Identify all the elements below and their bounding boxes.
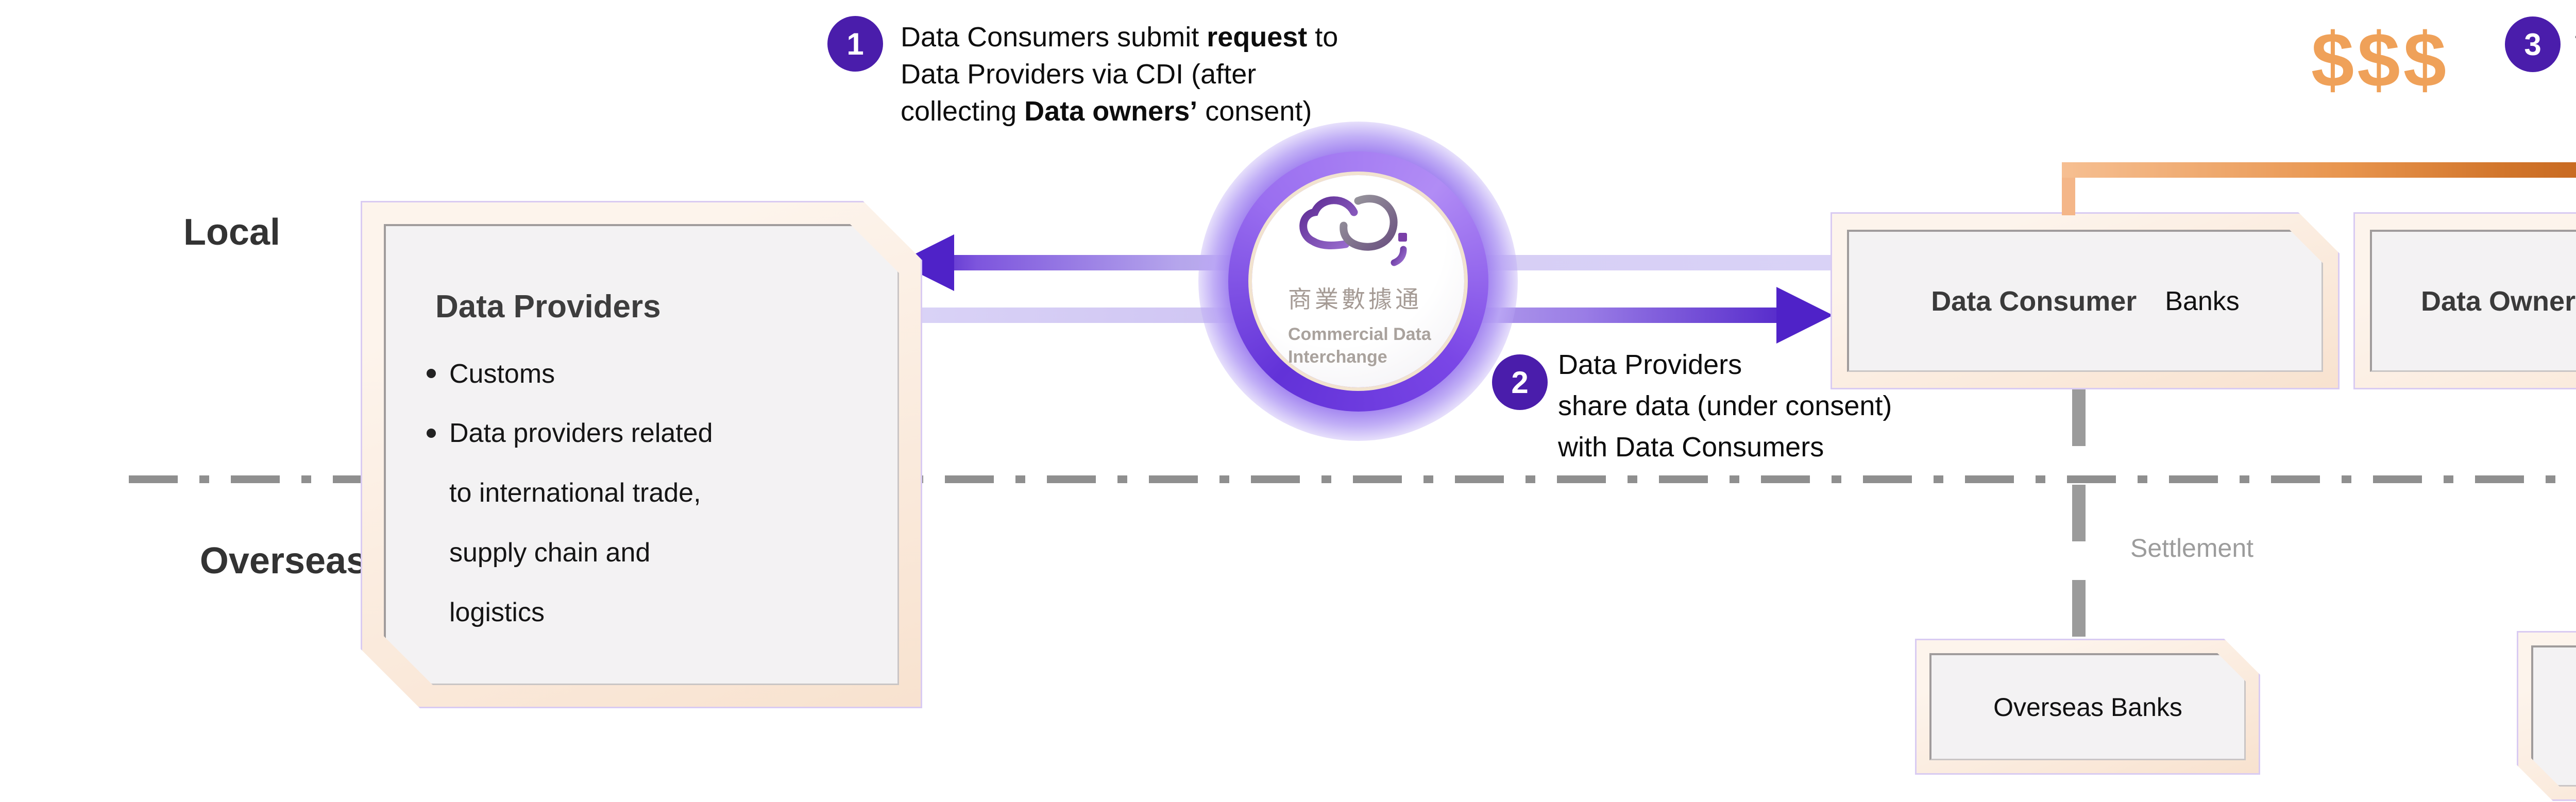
- settlement-connector-line: [2072, 389, 2086, 639]
- step-1-badge: 1: [827, 16, 883, 72]
- data-consumer-value: Banks: [2165, 286, 2240, 316]
- data-consumer-panel: Data Consumer Banks: [1847, 230, 2323, 372]
- overseas-trade-label: Overseas Trade Counterparty: [2533, 647, 2576, 785]
- data-consumer-row: Data Consumer Banks: [1849, 232, 2321, 370]
- cdi-english-name-line1: Commercial Data: [1288, 325, 1431, 344]
- overseas-banks-label: Overseas Banks: [1993, 692, 2182, 722]
- overseas-trade-panel: Overseas Trade Counterparty: [2531, 645, 2576, 787]
- providers-bullet2-line2: to international trade,: [449, 478, 701, 508]
- step-1-text: Data Consumers submit request to Data Pr…: [901, 19, 1338, 130]
- bullet-icon: [427, 429, 436, 438]
- settlement-label: Settlement: [2130, 534, 2254, 562]
- providers-bullet2-line3: supply chain and: [449, 538, 651, 568]
- data-providers-title: Data Providers: [435, 289, 661, 325]
- share-arrowhead-icon: [1776, 287, 1833, 344]
- cdi-chinese-name: 商業數據通: [1288, 286, 1422, 313]
- step-2-line3: with Data Consumers: [1558, 432, 1824, 463]
- providers-bullet2-line1: Data providers related: [449, 418, 713, 448]
- data-owner-row: Data Owner Local SME Importers/Exporters: [2372, 232, 2576, 370]
- overseas-region-label: Overseas: [199, 540, 367, 582]
- cdi-hub-text: 商業數據通 Commercial Data Interchange: [1288, 281, 1437, 368]
- step-2-badge: 2: [1492, 354, 1548, 410]
- step-3-badge: 3: [2505, 16, 2561, 72]
- providers-bullet-customs: Customs: [449, 359, 555, 389]
- step-1-line1: Data Consumers submit request to: [901, 22, 1338, 53]
- data-consumer-label: Data Consumer: [1931, 285, 2137, 317]
- cdi-english-name-line2: Interchange: [1288, 347, 1387, 367]
- step-2-line2: share data (under consent): [1558, 390, 1892, 421]
- step-3-label: Trade Financing: [2575, 29, 2576, 62]
- data-owner-panel: Data Owner Local SME Importers/Exporters: [2370, 230, 2576, 372]
- money-icon: $$$: [2311, 16, 2450, 103]
- cdi-cloud-logo-icon: [1299, 195, 1407, 266]
- step-2-text: Data Providers share data (under consent…: [1558, 344, 1892, 468]
- providers-bullet2-line4: logistics: [449, 598, 545, 627]
- step-1-line2: Data Providers via CDI (after: [901, 59, 1257, 90]
- data-owner-label: Data Owner: [2421, 285, 2576, 317]
- overseas-banks-panel: Overseas Banks: [1929, 653, 2246, 760]
- cdi-hub-circle: [1252, 175, 1464, 387]
- trade-financing-arrow-shaft: [2062, 162, 2576, 178]
- step-2-line1: Data Providers: [1558, 349, 1742, 380]
- local-region-label: Local: [183, 212, 281, 253]
- step-1-line3: collecting Data owners’ consent): [901, 96, 1312, 127]
- bullet-icon: [427, 369, 436, 378]
- data-providers-panel: [384, 224, 899, 685]
